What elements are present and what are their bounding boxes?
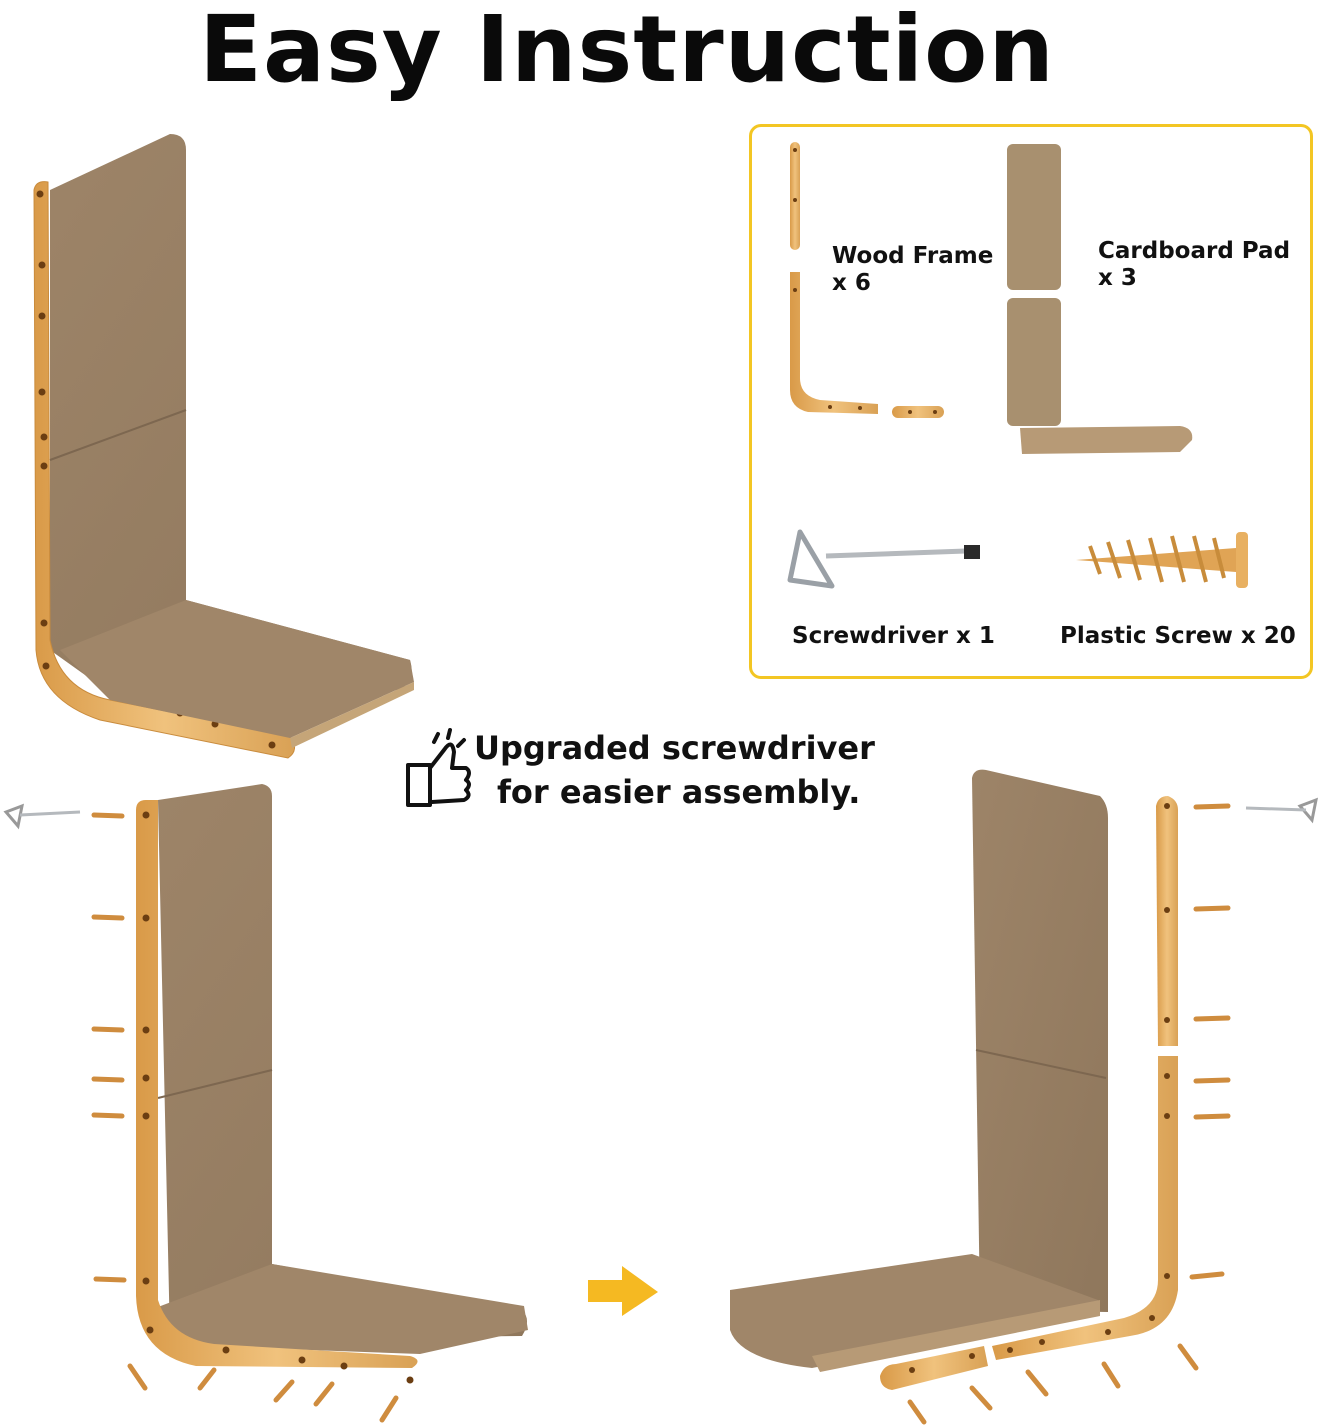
screwdriver-icon: [3, 803, 81, 830]
cardboard-pad-qty: x 3: [1098, 265, 1137, 291]
screwdriver-icon: [1245, 797, 1319, 824]
parts-list-box: [749, 124, 1313, 679]
upgrade-note-line1: Upgraded screwdriver: [474, 729, 875, 767]
cardboard-pad-label: Cardboard Pad x 3: [1098, 238, 1290, 292]
screw-icon: [907, 803, 1231, 1425]
upgrade-note-line2: for easier assembly.: [497, 773, 861, 811]
wood-frame-label: Wood Frame x 6: [832, 243, 993, 297]
wood-frame-qty: x 6: [832, 270, 871, 296]
screw-icon: [91, 812, 399, 1423]
plastic-screw-label: Plastic Screw x 20: [1060, 623, 1296, 649]
wood-frame-name: Wood Frame: [832, 243, 994, 269]
cardboard-pad-name: Cardboard Pad: [1098, 238, 1291, 264]
page-title: Easy Instruction: [199, 0, 1055, 103]
screwdriver-label: Screwdriver x 1: [792, 623, 995, 649]
